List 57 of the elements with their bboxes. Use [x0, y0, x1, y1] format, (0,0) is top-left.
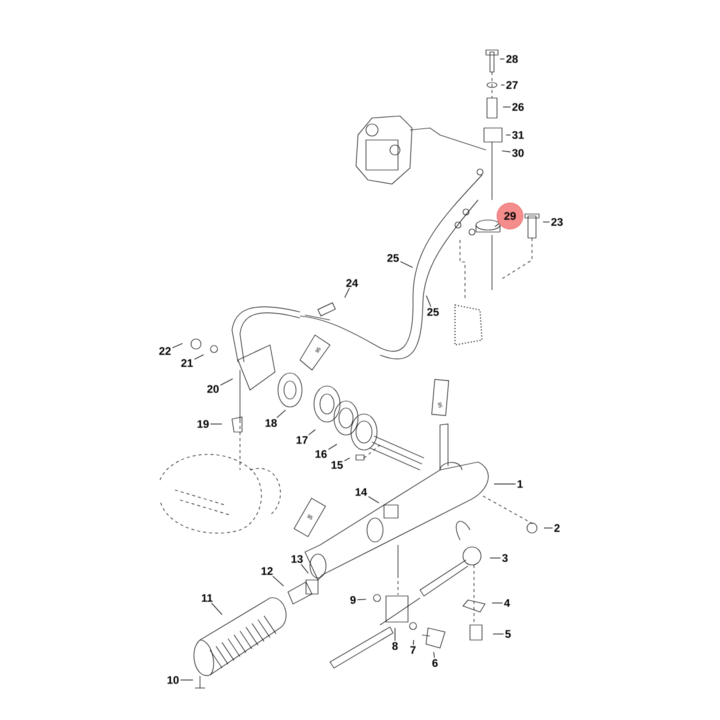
leader-line	[394, 628, 396, 642]
leader-line	[308, 429, 316, 436]
callout-number: 1	[518, 480, 523, 488]
leader-line	[492, 602, 503, 604]
callout-number: 19	[198, 420, 209, 428]
callout-number: 24	[346, 279, 358, 287]
leader-line	[220, 378, 234, 386]
callout-number: 18	[266, 419, 277, 427]
callout-number: 25	[427, 308, 439, 316]
callout-number: 20	[207, 385, 219, 393]
callout-number: 22	[159, 347, 171, 355]
callout-number: 28	[506, 55, 518, 63]
callout-number: 11	[202, 594, 212, 602]
leader-line	[211, 602, 222, 615]
callout-number: 27	[506, 81, 518, 89]
callout-number: 17	[296, 436, 308, 444]
leader-line	[344, 288, 350, 298]
callout-number: 21	[181, 359, 193, 367]
leader-line	[433, 652, 435, 658]
leader-line	[502, 106, 511, 108]
leader-line	[357, 598, 366, 600]
callout-number: 12	[262, 567, 273, 575]
callout-number: 4	[504, 599, 510, 607]
callout-number: 6	[432, 659, 438, 667]
leader-line	[502, 150, 511, 152]
callout-number: 2	[554, 524, 560, 532]
leader-line	[412, 640, 414, 646]
leader-line	[300, 564, 309, 574]
leader-line	[500, 58, 505, 60]
callout-number: 25	[387, 254, 399, 262]
leader-line	[506, 134, 511, 136]
leader-line	[194, 354, 204, 360]
callout-number: 9	[350, 596, 356, 604]
leader-line	[328, 444, 338, 450]
leader-line	[368, 496, 380, 504]
leader-line	[276, 410, 286, 418]
highlighted-callout: 29	[496, 202, 524, 230]
callout-number: 8	[392, 642, 398, 650]
leader-line	[426, 295, 432, 308]
callout-number: 3	[502, 554, 508, 562]
callout-number: 15	[332, 461, 343, 469]
callout-number: 31	[512, 131, 524, 139]
leader-line	[500, 84, 505, 86]
leader-line	[400, 261, 413, 268]
callout-number: 30	[512, 149, 524, 157]
callout-number: 13	[292, 555, 303, 563]
leader-line	[272, 576, 284, 586]
callout-number: 14	[356, 488, 368, 496]
callout-number: 26	[512, 103, 524, 111]
leader-line	[494, 223, 500, 227]
leader-line	[344, 458, 350, 462]
callout-number: 5	[505, 630, 511, 638]
callout-number: 16	[316, 450, 327, 458]
callout-number: 10	[168, 676, 179, 684]
callout-number: 7	[410, 646, 416, 654]
leader-line	[172, 343, 183, 348]
callout-number: 23	[551, 218, 563, 226]
